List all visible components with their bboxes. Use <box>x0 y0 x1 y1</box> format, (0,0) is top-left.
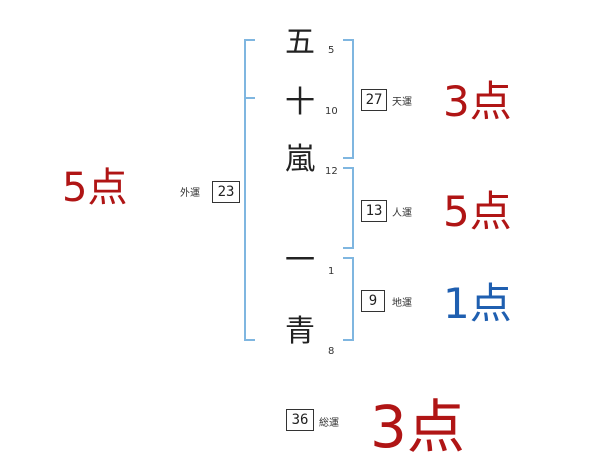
gaiun-label: 外運 <box>180 188 200 199</box>
chiun-bracket <box>343 257 354 341</box>
name-char-3: 嵐 <box>285 142 315 177</box>
jinun-value-box: 13 <box>361 200 387 222</box>
stroke-count-5: 8 <box>328 346 335 357</box>
souun-value-box: 36 <box>286 409 314 431</box>
chiun-score: 1点 <box>443 279 512 328</box>
tenun-value-box: 27 <box>361 89 387 111</box>
tenun-label: 天運 <box>392 97 412 108</box>
name-char-5: 青 <box>285 314 315 349</box>
jinun-score: 5点 <box>443 187 512 236</box>
stroke-count-4: 1 <box>328 266 335 277</box>
name-char-4: 一 <box>285 243 315 278</box>
tenun-bracket <box>343 39 354 159</box>
gaiun-score: 5点 <box>62 165 128 211</box>
stroke-count-1: 5 <box>328 45 335 56</box>
stroke-count-3: 12 <box>325 166 338 177</box>
jinun-label: 人運 <box>392 208 412 219</box>
souun-label: 総運 <box>319 418 339 429</box>
chiun-value-box: 9 <box>361 290 385 312</box>
tenun-score: 3点 <box>443 77 512 126</box>
gaiun-bracket <box>244 39 255 341</box>
souun-score: 3点 <box>370 393 465 461</box>
gaiun-value-box: 23 <box>212 181 240 203</box>
stroke-count-2: 10 <box>325 106 338 117</box>
chiun-label: 地運 <box>392 298 412 309</box>
name-char-2: 十 <box>285 85 315 120</box>
jinun-bracket <box>343 167 354 249</box>
name-char-1: 五 <box>285 25 315 60</box>
